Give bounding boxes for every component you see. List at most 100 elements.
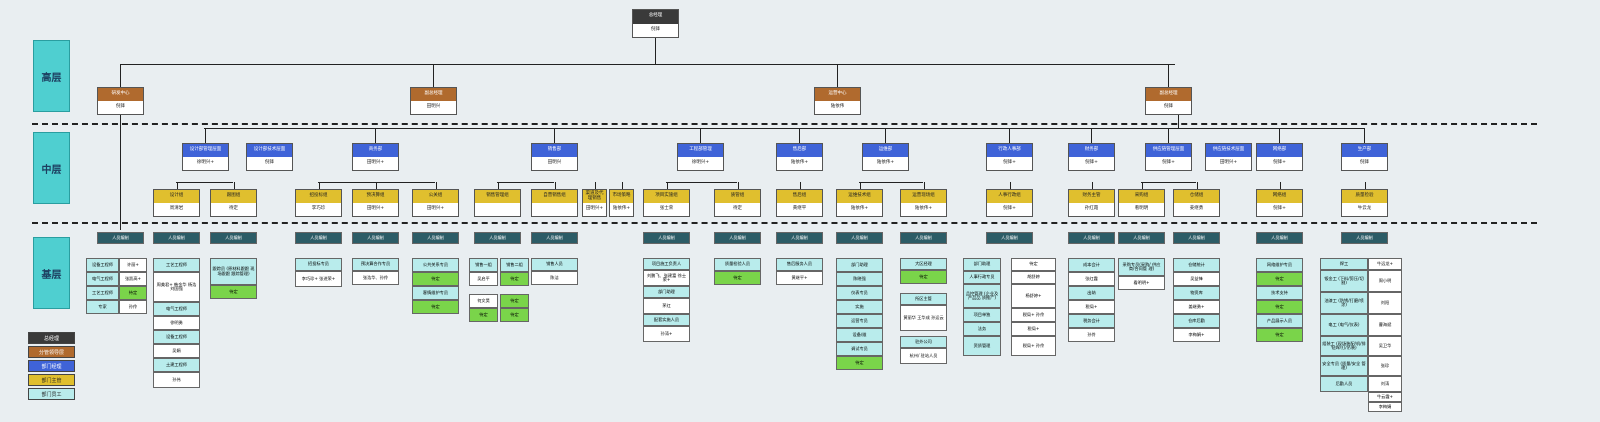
connector-line [435,182,437,189]
staffing-header: 人员编制 [986,232,1033,244]
supervisor-node[interactable]: 财务主管孙红霞 [1068,189,1115,217]
connector-line [497,182,554,183]
supervisor-node-title: 跟图组 [211,190,256,203]
staff-item: 待定 [500,308,529,322]
supervisor-node[interactable]: 运营现场组陆依伟+ [900,189,947,217]
staff-item: 实施 [836,300,883,314]
connector-line [1141,182,1196,183]
staffing-header: 人员编制 [97,232,144,244]
supervisor-node-title: 质量检验 [1342,190,1387,203]
staff-item: 产品展示人员 [1256,314,1303,328]
staff-item: 黄继平+ [776,271,823,285]
supervisor-node-name: 姜继勇 [1189,206,1204,212]
supervisor-node-name: 待定 [229,206,238,212]
manager-node[interactable]: 运维部陆依伟+ [862,143,909,171]
supervisor-node[interactable]: 采购组看明明 [1118,189,1165,217]
supervisor-node[interactable]: 售后组黄继平 [776,189,823,217]
staff-role: 钣金工 (下料/剪压/切 割) [1320,270,1368,292]
manager-node[interactable]: 行政人事部倪锋+ [986,143,1033,171]
manager-node-title: 商务部 [353,144,398,157]
tier-high: 高层 [33,40,70,112]
staff-item: 待定 [714,271,761,285]
connector-line [1178,115,1179,129]
supervisor-node[interactable]: 市场策略陆依伟+ [609,189,634,217]
supervisor-node-title: 市场策略 [610,190,633,203]
staff-item: 张浩华、孙伶 [352,271,399,285]
manager-node[interactable]: 售后部陆依伟+ [776,143,823,171]
staff-item: 税务会计 [1068,314,1115,328]
supervisor-node[interactable]: 销售管理组 [474,189,521,217]
supervisor-node[interactable]: 质量检验牛云龙 [1341,189,1388,217]
supervisor-node[interactable]: 仓储组姜继勇 [1173,189,1220,217]
vp-node[interactable]: 运营中心陆依伟 [814,87,861,115]
staff-item: 刘鹏飞、张建富 徐士荣+ [643,270,690,286]
manager-node[interactable]: 供应链管理层面倪锋+ [1145,143,1192,171]
vp-node[interactable]: 副总经理田明兴 [410,87,457,115]
supervisor-node-title: 人事行政组 [987,190,1032,203]
connector-line [837,64,838,87]
manager-node[interactable]: 供应链技术层面田明兴+ [1205,143,1252,171]
staff-item: 待定 [836,356,883,370]
staff-item: 大区经理 [900,258,947,270]
manager-node[interactable]: 销售部田明兴 [531,143,578,171]
manager-node-title: 设计部技术层面 [247,144,292,157]
manager-node-name: 倪锋+ [1085,160,1098,166]
supervisor-node-title: 网络组 [1257,190,1302,203]
connector-line [1279,182,1281,189]
staff-role: 电气工程师 [86,272,119,286]
staff-role: 人事行政专员 [963,271,1001,284]
staff-name: 税局+ 孙伶 [1011,336,1056,356]
staff-item: 孙伟 [153,372,200,388]
manager-node[interactable]: 财务部倪锋+ [1068,143,1115,171]
supervisor-node[interactable]: 人事行政组倪锋+ [986,189,1033,217]
connector-line [799,128,800,143]
manager-node[interactable]: 设计部技术层面倪锋 [246,143,293,171]
supervisor-node[interactable]: 项目实施组张士荣 [643,189,690,217]
connector-line [1009,182,1011,189]
supervisor-node[interactable]: 网络组倪锋+ [1256,189,1303,217]
staff-item: 客情维护专员 [412,286,459,300]
staff-item: 销售二组 [500,258,529,272]
manager-node[interactable]: 生产部倪锋 [1341,143,1388,171]
staff-role: 法务 [963,322,1001,336]
staff-item: 税局+ [1068,300,1115,314]
supervisor-node[interactable]: 质管组待定 [714,189,761,217]
manager-node[interactable]: 商务部田明兴+ [352,143,399,171]
connector-line [554,128,555,143]
supervisor-node[interactable]: 招投标组李巧珍 [295,189,342,217]
staffing-header: 人员编制 [474,232,521,244]
supervisor-node[interactable]: 运维技术组陆依伟+ [836,189,883,217]
manager-node[interactable]: 工程部管理徐明兴+ [677,143,724,171]
manager-node[interactable]: 设计部管理层面徐明兴+ [182,143,229,171]
supervisor-node[interactable]: 设计组周清岩 [153,189,200,217]
ceo-node-name: 倪锋 [651,26,660,32]
supervisor-node[interactable]: 自营销售组 [531,189,578,217]
vp-node[interactable]: 研发中心倪锋 [97,87,144,115]
staff-item: 吴益锋 [1173,272,1220,286]
supervisor-node[interactable]: 渠道及代理销售田明兴+ [582,189,607,217]
staff-item: 看明明+ [1118,276,1165,290]
manager-node-title: 销售部 [532,144,577,157]
manager-node-name: 田明兴 [547,160,562,166]
supervisor-node-title: 财务主管 [1069,190,1114,203]
connector-line [120,64,121,87]
staffing-header: 人员编制 [776,232,823,244]
vp-node[interactable]: 副总经理倪锋 [1145,87,1192,115]
connector-line [554,182,556,189]
manager-node[interactable]: 网络部倪锋+ [1256,143,1303,171]
staffing-header: 人员编制 [153,232,200,244]
staff-item: 陈晓强 [836,272,883,286]
staff-item: 待定 [500,272,529,286]
staffing-header: 人员编制 [1118,232,1165,244]
supervisor-node[interactable]: 预决算组田明兴+ [352,189,399,217]
manager-node-title: 网络部 [1257,144,1302,157]
supervisor-node[interactable]: 公关组田明兴+ [412,189,459,217]
supervisor-node-title: 设计组 [154,190,199,203]
ceo-node[interactable]: 总经理倪锋 [632,9,679,38]
staff-name: 待定 [119,286,147,300]
supervisor-node-title: 售后组 [777,190,822,203]
staffing-header: 人员编制 [210,232,257,244]
supervisor-node[interactable]: 跟图组待定 [210,189,257,217]
staff-name: 孙伶 [119,300,147,314]
